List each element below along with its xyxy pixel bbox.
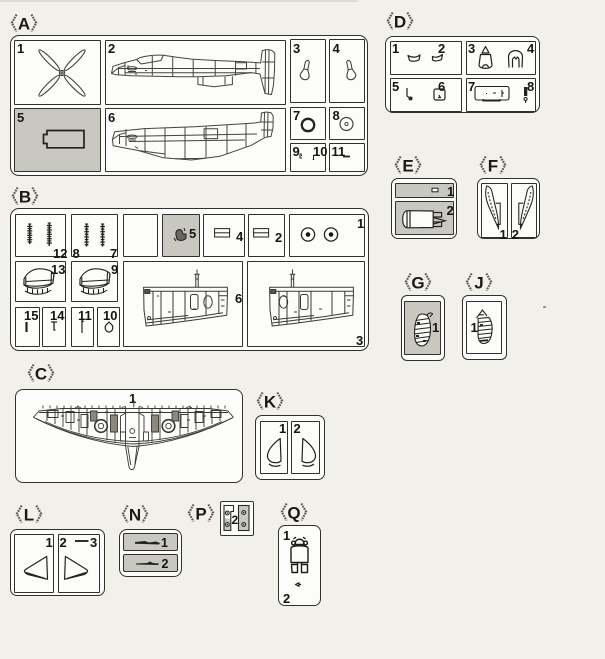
svg-text:N: N <box>129 506 141 525</box>
svg-text:F: F <box>488 157 498 176</box>
svg-text:K: K <box>264 393 277 412</box>
svg-text:P: P <box>195 505 206 524</box>
svg-text:E: E <box>402 157 413 176</box>
svg-text:Q: Q <box>287 504 300 523</box>
svg-text:B: B <box>19 188 31 207</box>
svg-text:C: C <box>35 365 47 384</box>
svg-text:L: L <box>24 506 34 525</box>
svg-text:G: G <box>411 274 424 293</box>
svg-text:D: D <box>394 13 406 32</box>
svg-text:J: J <box>474 274 483 293</box>
svg-text:A: A <box>18 15 30 34</box>
